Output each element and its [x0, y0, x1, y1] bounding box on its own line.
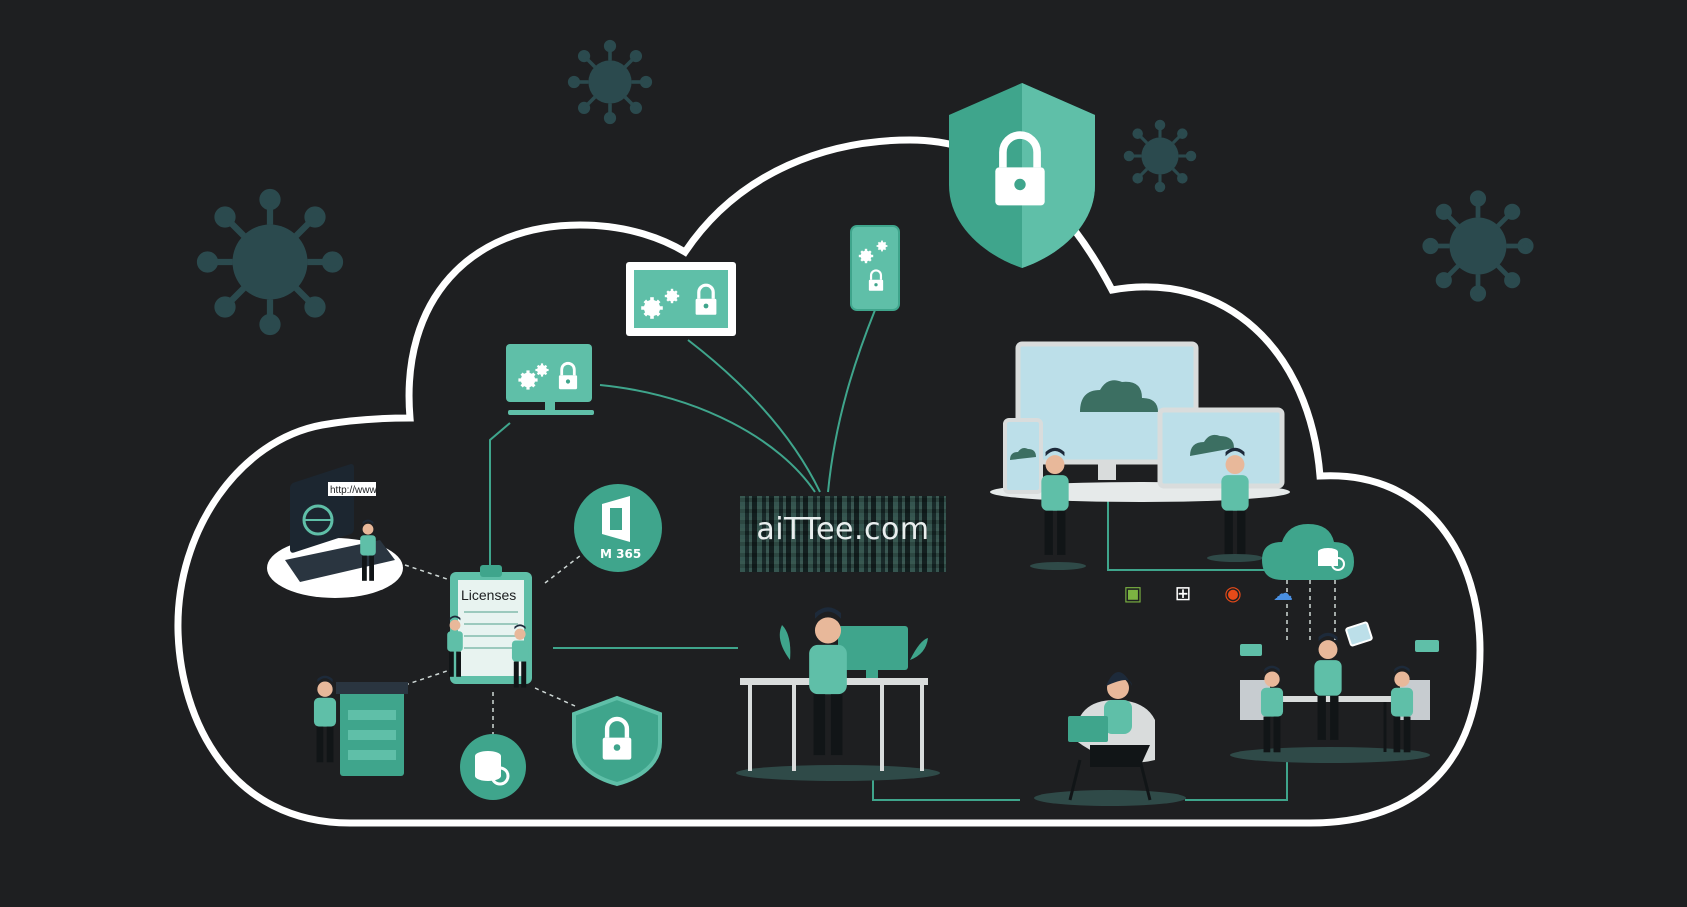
virus-icon: [200, 192, 340, 332]
desk-worker-illustration: [736, 607, 940, 781]
platform-icons: ▣ ⊞ ◉ ☁: [1058, 580, 1308, 606]
office-icon: ◉: [1224, 582, 1242, 605]
laptop-chair-illustration: [1034, 672, 1186, 806]
shield-lock-icon: [949, 83, 1095, 268]
logo-text: aiTTee.com: [756, 512, 930, 547]
apple-icon: [1058, 580, 1108, 606]
virus-icon: [567, 39, 653, 125]
virus-icon: [1123, 119, 1197, 193]
browser-laptop-illustration: http://www.: [267, 464, 403, 598]
m365-icon: M 365: [574, 484, 662, 572]
url-label: http://www.: [330, 485, 379, 496]
settings-phone-icon: [850, 225, 900, 311]
cloud-database-icon: [1262, 524, 1354, 580]
connection-lines: [489, 309, 1290, 801]
aittee-logo: aiTTee.com: [740, 496, 946, 572]
settings-tablet-icon: [626, 262, 736, 336]
team-meeting-illustration: [1230, 621, 1439, 763]
android-icon: ▣: [1123, 582, 1143, 605]
virus-icon: [1425, 193, 1531, 299]
onedrive-icon: ☁: [1273, 582, 1293, 605]
licenses-clipboard-illustration: Licenses: [447, 565, 532, 688]
windows-icon: ⊞: [1174, 582, 1192, 605]
database-backup-icon: [460, 734, 526, 800]
settings-monitor-icon: [506, 344, 594, 415]
m365-label: M 365: [600, 547, 641, 561]
devices-cloud-illustration: [990, 341, 1290, 570]
licenses-label: Licenses: [461, 587, 516, 603]
printer-illustration: [313, 675, 408, 776]
shield-lock-icon: [572, 695, 662, 787]
dashed-links: [404, 551, 1336, 735]
